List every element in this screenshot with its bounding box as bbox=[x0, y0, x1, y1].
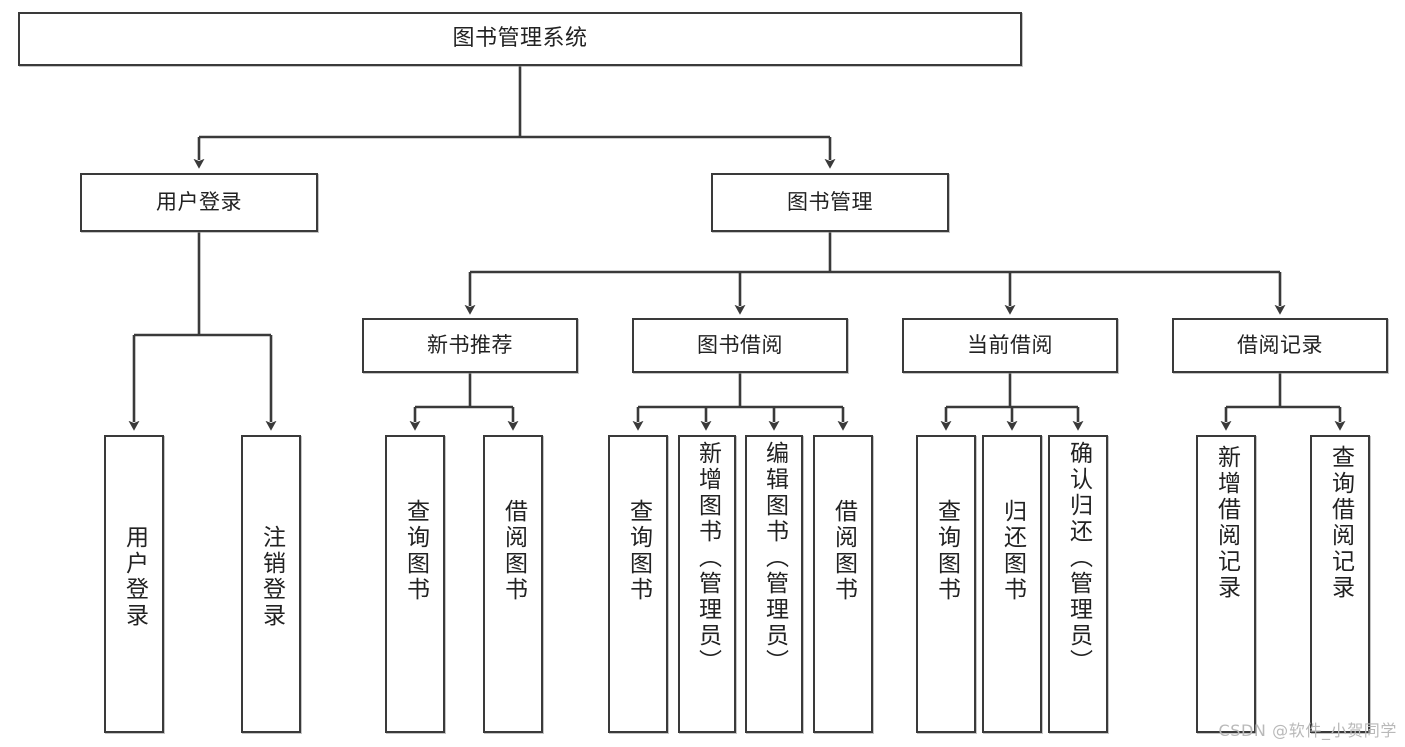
node-leaf-borrow-book-2[interactable]: 借阅图书 bbox=[813, 435, 873, 733]
node-leaf-query-book-3[interactable]: 查询图书 bbox=[916, 435, 976, 733]
node-leaf-query-book-1[interactable]: 查询图书 bbox=[385, 435, 445, 733]
node-leaf-user-login[interactable]: 用户登录 bbox=[104, 435, 164, 733]
node-label: 查询图书 bbox=[933, 499, 960, 603]
node-label: 图书管理 bbox=[787, 190, 873, 215]
node-borrow-record[interactable]: 借阅记录 bbox=[1172, 318, 1388, 373]
node-label: 归还图书 bbox=[999, 499, 1026, 603]
node-current-borrow[interactable]: 当前借阅 bbox=[902, 318, 1118, 373]
node-label: 借阅图书 bbox=[830, 499, 857, 603]
node-book-borrow[interactable]: 图书借阅 bbox=[632, 318, 848, 373]
node-label: 用户登录 bbox=[121, 525, 148, 629]
node-label: 新增借阅记录 bbox=[1213, 445, 1240, 601]
node-label: 借阅记录 bbox=[1237, 333, 1323, 358]
node-label: 新增图书（管理员） bbox=[694, 441, 721, 675]
node-leaf-confirm-return[interactable]: 确认归还（管理员） bbox=[1048, 435, 1108, 733]
node-leaf-add-book[interactable]: 新增图书（管理员） bbox=[678, 435, 736, 733]
node-label: 确认归还（管理员） bbox=[1065, 441, 1092, 675]
node-label: 图书借阅 bbox=[697, 333, 783, 358]
node-label: 当前借阅 bbox=[967, 333, 1053, 358]
node-leaf-borrow-book-1[interactable]: 借阅图书 bbox=[483, 435, 543, 733]
node-leaf-query-book-2[interactable]: 查询图书 bbox=[608, 435, 668, 733]
node-book-management[interactable]: 图书管理 bbox=[711, 173, 949, 232]
node-label: 用户登录 bbox=[156, 190, 242, 215]
node-new-book-recommend[interactable]: 新书推荐 bbox=[362, 318, 578, 373]
node-leaf-edit-book[interactable]: 编辑图书（管理员） bbox=[745, 435, 803, 733]
csdn-watermark: CSDN @软件_小贺同学 bbox=[1218, 721, 1397, 740]
node-user-login[interactable]: 用户登录 bbox=[80, 173, 318, 232]
node-label: 图书管理系统 bbox=[452, 26, 588, 52]
node-label: 借阅图书 bbox=[500, 499, 527, 603]
node-label: 查询图书 bbox=[402, 499, 429, 603]
node-label: 查询借阅记录 bbox=[1327, 445, 1354, 601]
node-label: 新书推荐 bbox=[427, 333, 513, 358]
node-leaf-logout-login[interactable]: 注销登录 bbox=[241, 435, 301, 733]
node-label: 查询图书 bbox=[625, 499, 652, 603]
node-leaf-query-record[interactable]: 查询借阅记录 bbox=[1310, 435, 1370, 733]
node-leaf-return-book[interactable]: 归还图书 bbox=[982, 435, 1042, 733]
node-label: 注销登录 bbox=[258, 525, 285, 629]
node-root-book-management-system[interactable]: 图书管理系统 bbox=[18, 12, 1022, 66]
node-leaf-add-record[interactable]: 新增借阅记录 bbox=[1196, 435, 1256, 733]
node-label: 编辑图书（管理员） bbox=[761, 441, 788, 675]
